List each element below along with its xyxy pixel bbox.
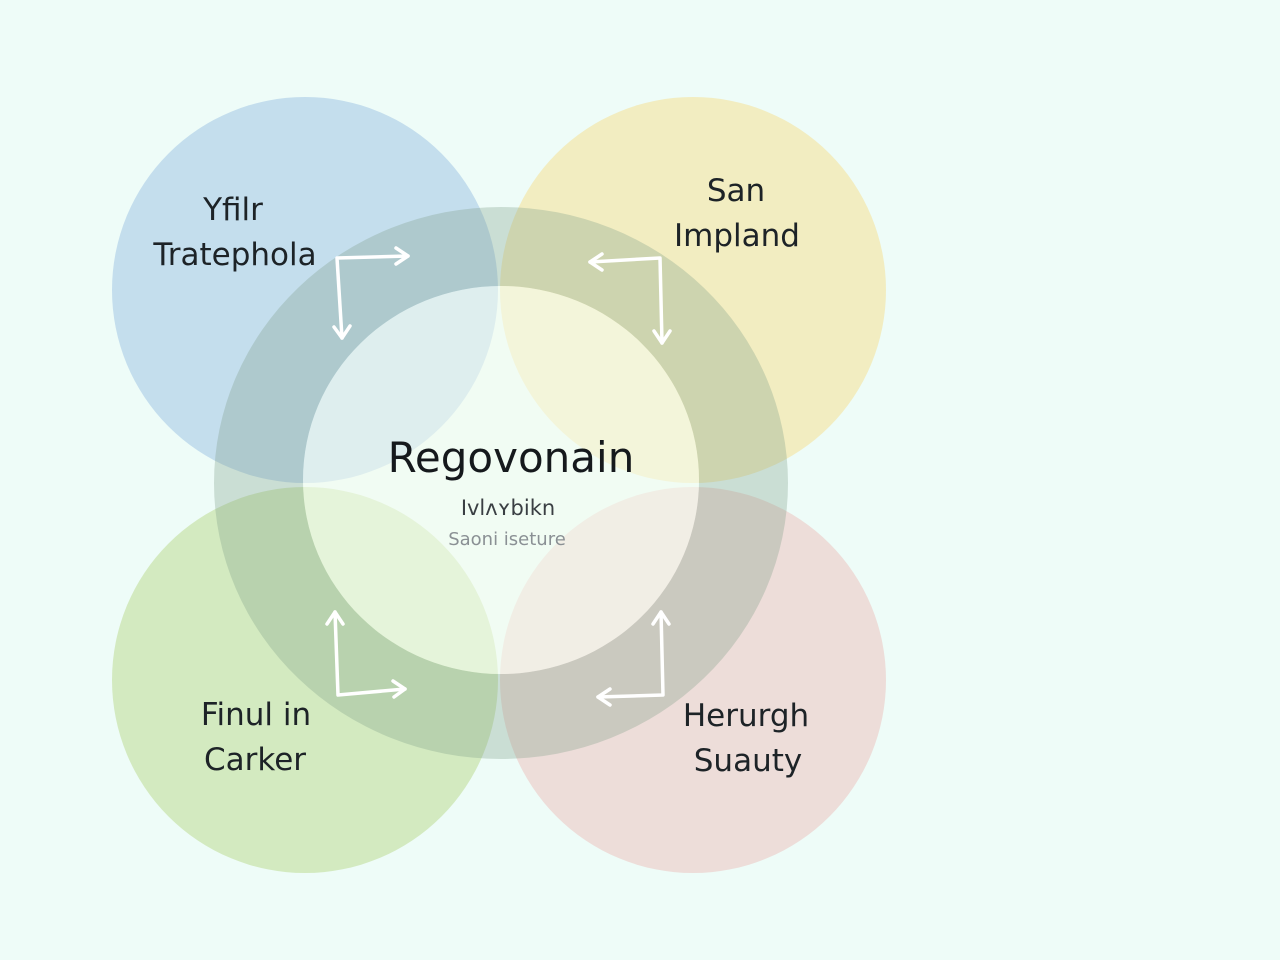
lobe-label-bottom-right-1: Herurgh <box>683 698 809 734</box>
lobe-label-bottom-left-1: Finul in <box>201 697 311 733</box>
lobe-label-bottom-right-2: Suauty <box>694 743 802 779</box>
arrow-bottom-left <box>325 610 407 699</box>
arrow-top-left <box>332 246 410 340</box>
lobe-label-top-right-1: San <box>707 173 765 209</box>
arrow-top-right <box>588 252 672 345</box>
center-hub <box>303 286 699 674</box>
center-caption: Saoni iseture <box>448 529 566 550</box>
central-ring <box>214 207 788 759</box>
arrow-bottom-right <box>596 610 671 707</box>
center-title: Regovonain <box>388 433 635 482</box>
center-subtitle: Ivlʌʏbikn <box>461 496 555 520</box>
lobe-label-bottom-left-2: Carker <box>204 742 306 778</box>
lobe-label-top-right-2: Impland <box>674 218 800 254</box>
lobe-label-top-left-1: Yfilr <box>202 192 263 228</box>
lobe-label-top-left-2: Tratephola <box>152 237 316 273</box>
